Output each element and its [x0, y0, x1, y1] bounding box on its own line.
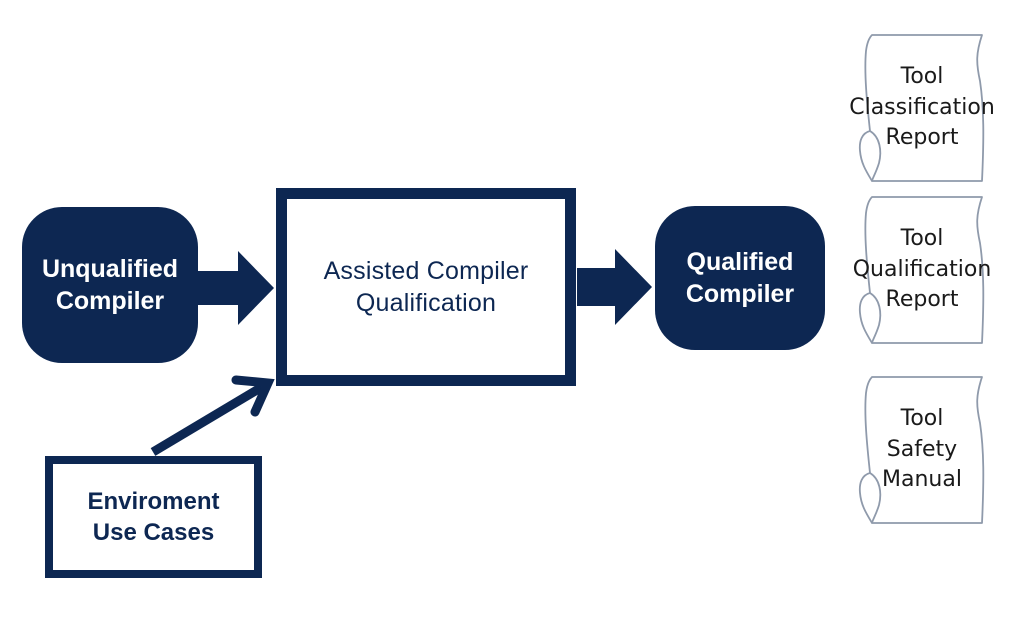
document-scroll-icon: [858, 34, 985, 182]
tool-qualification-report-label: Tool Qualification Report: [852, 226, 992, 313]
assisted-compiler-qualification-node: Assisted Compiler Qualification: [276, 188, 576, 386]
unqualified-compiler-label: Unqualified Compiler: [41, 254, 179, 316]
tool-classification-report-label: Tool Classification Report: [849, 64, 995, 151]
environment-use-cases-label: Enviroment Use Cases: [87, 487, 220, 546]
tool-classification-report-document: Tool Classification Report: [849, 33, 995, 183]
assisted-compiler-qualification-label: Assisted Compiler Qualification: [323, 256, 529, 318]
tool-safety-manual-document: Tool Safety Manual: [852, 375, 992, 525]
qualified-compiler-label: Qualified Compiler: [685, 247, 795, 309]
document-scroll-icon: [858, 376, 985, 524]
environment-use-cases-node: Enviroment Use Cases: [45, 456, 262, 578]
tool-safety-manual-label: Tool Safety Manual: [882, 406, 962, 493]
unqualified-compiler-node: Unqualified Compiler: [22, 207, 198, 363]
document-scroll-icon: [858, 196, 985, 344]
qualified-compiler-node: Qualified Compiler: [655, 206, 825, 350]
arrow-unqualified-to-process: [196, 251, 274, 325]
arrow-env-to-process-head: [231, 375, 275, 417]
tool-qualification-report-document: Tool Qualification Report: [852, 195, 992, 345]
arrow-env-to-process-shaft: [150, 383, 265, 456]
arrow-process-to-qualified: [577, 249, 652, 325]
